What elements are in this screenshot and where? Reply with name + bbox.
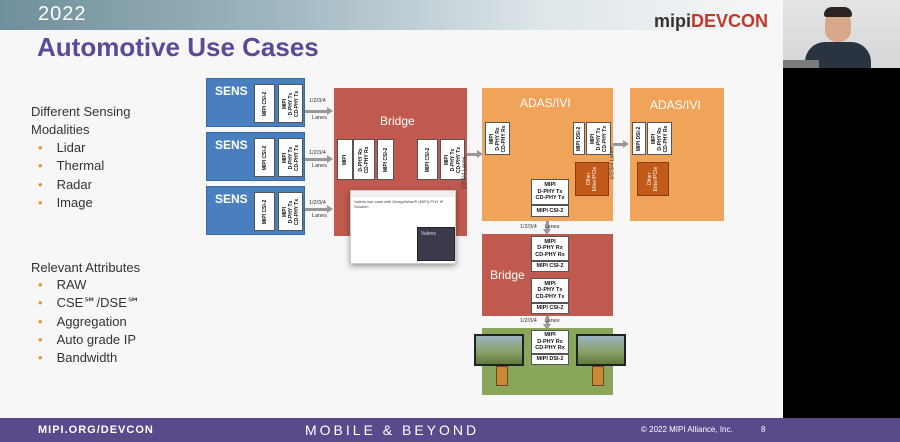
arrow-down-icon bbox=[543, 316, 551, 330]
list-item: •CSE℠/DSE℠ bbox=[38, 295, 141, 310]
arrow-right-icon bbox=[305, 107, 333, 115]
product-popup-card[interactable]: Valens use case with DesignWare® (MIPI) … bbox=[350, 190, 456, 264]
list-item: •Lidar bbox=[38, 140, 86, 155]
display-screen-image bbox=[474, 334, 524, 366]
phone-image bbox=[592, 366, 604, 386]
header-band: 2022 bbox=[0, 0, 783, 30]
presenter-name-tag bbox=[783, 60, 819, 68]
list-item: •Radar bbox=[38, 177, 92, 192]
list-item: •Auto grade IP bbox=[38, 332, 137, 347]
attributes-heading: Relevant Attributes bbox=[31, 260, 141, 275]
footer-copyright: © 2022 MIPI Alliance, Inc. bbox=[641, 425, 733, 434]
list-item: •RAW bbox=[38, 277, 87, 292]
mipi-devcon-logo: mipiDEVCON bbox=[654, 11, 769, 31]
footer-bar: MIPI.ORG/DEVCON MOBILE & BEYOND © 2022 M… bbox=[0, 418, 900, 442]
list-item: •Thermal bbox=[38, 158, 105, 173]
presenter-video bbox=[783, 0, 900, 68]
arrow-right-icon bbox=[613, 140, 629, 148]
slide-title: Automotive Use Cases bbox=[37, 32, 319, 62]
footer-tagline: MOBILE & BEYOND bbox=[305, 422, 480, 438]
list-item: •Bandwidth bbox=[38, 350, 118, 365]
sensing-heading: Different Sensing Modalities bbox=[31, 104, 131, 137]
arrow-right-icon bbox=[467, 150, 483, 158]
arrow-right-icon bbox=[305, 205, 333, 213]
arrow-right-icon bbox=[305, 155, 333, 163]
footer-site: MIPI.ORG/DEVCON bbox=[38, 424, 154, 436]
presentation-slide: 2022 mipiDEVCON Automotive Use Cases Dif… bbox=[0, 0, 783, 418]
arrow-down-icon bbox=[543, 221, 551, 235]
blank-area bbox=[783, 68, 900, 418]
page-number: 8 bbox=[761, 425, 766, 434]
phone-image bbox=[496, 366, 508, 386]
display-screen-image bbox=[576, 334, 626, 366]
list-item: •Aggregation bbox=[38, 314, 127, 329]
year-label: 2022 bbox=[38, 3, 87, 25]
valens-chip-image: Valens bbox=[417, 227, 455, 261]
list-item: •Image bbox=[38, 195, 93, 210]
